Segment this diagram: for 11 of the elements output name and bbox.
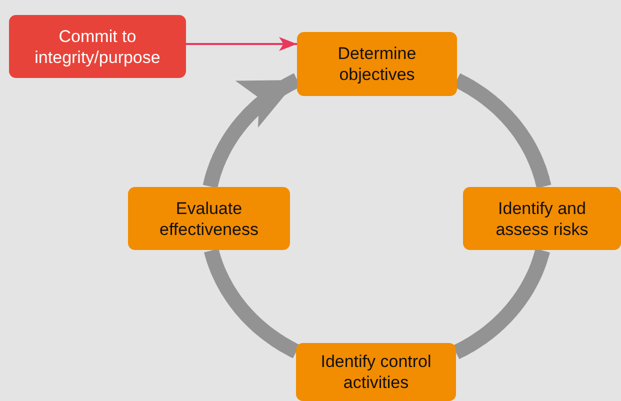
- box-label: Identify and assess risks: [494, 198, 590, 240]
- process-box: [9, 15, 186, 78]
- process-box: [128, 187, 290, 250]
- process-box: [297, 32, 457, 96]
- box-label: Determine objectives: [336, 43, 418, 85]
- box-label: Evaluate effectiveness: [158, 198, 260, 240]
- arrow: [186, 37, 297, 51]
- box-label: Commit to integrity/purpose: [34, 26, 162, 68]
- process-box: [296, 343, 456, 401]
- box-label: Identify control activities: [320, 351, 432, 393]
- process-box: [463, 187, 621, 250]
